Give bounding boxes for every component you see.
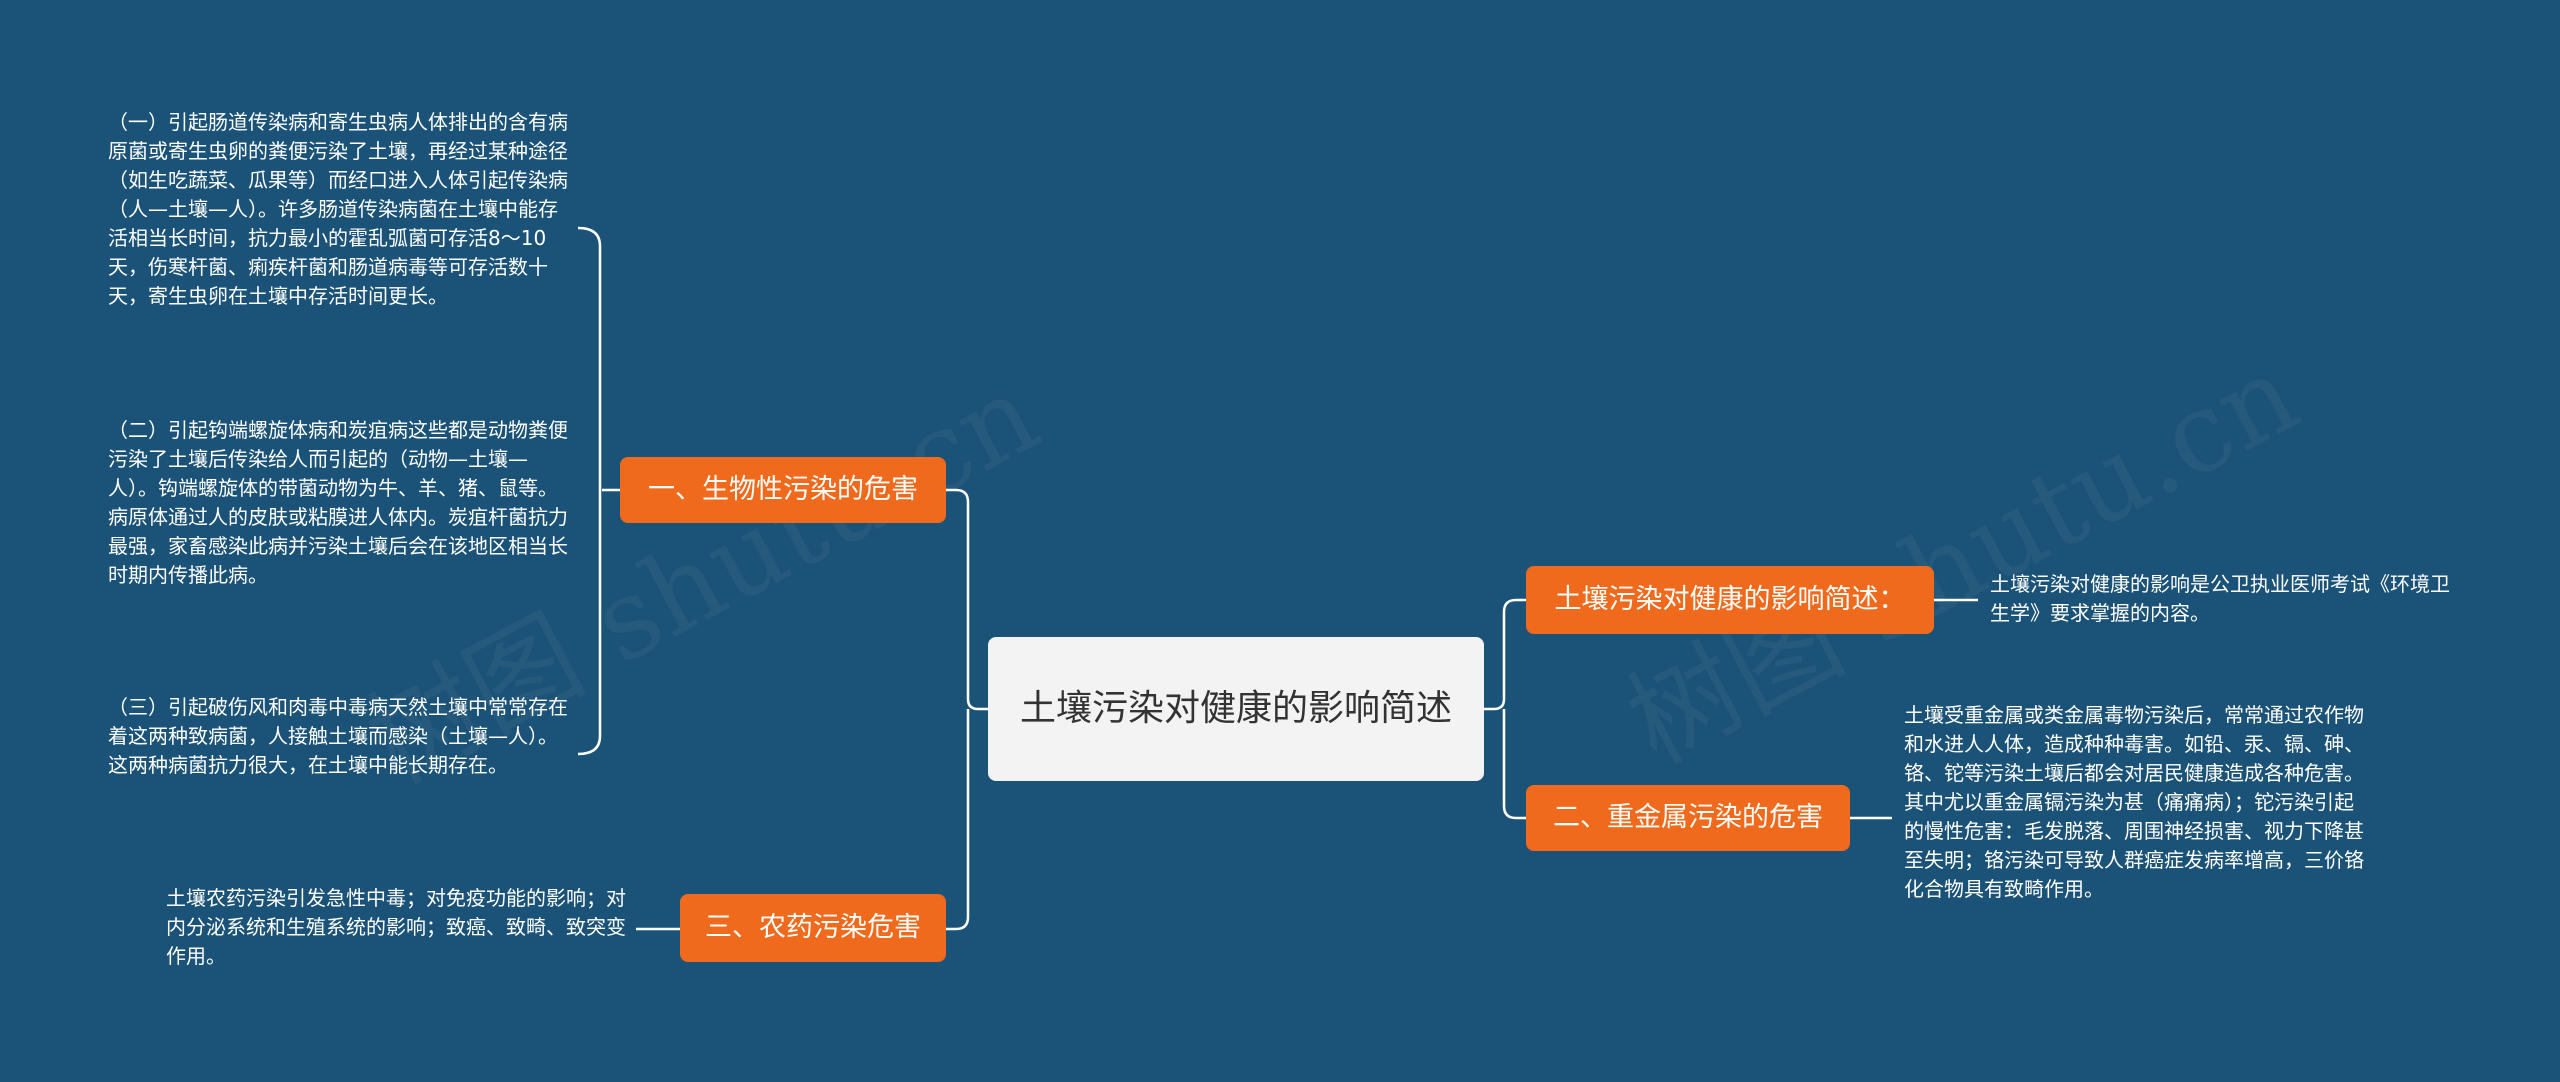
central-topic[interactable]: 土壤污染对健康的影响简述	[988, 637, 1484, 781]
leaf-heavy-metal: 土壤受重金属或类金属毒物污染后，常常通过农作物和水进人人体，造成种种毒害。如铅、…	[1904, 703, 2364, 901]
link-central-metal	[1502, 709, 1526, 820]
leaf-bio-leptospirosis: （二）引起钩端螺旋体病和炭疽病这些都是动物粪便污染了土壤后传染给人而引起的（动物…	[108, 418, 568, 587]
branch-summary[interactable]: 土壤污染对健康的影响简述：	[1526, 566, 1934, 634]
bio-bracket	[577, 226, 602, 756]
leaf-summary: 土壤污染对健康的影响是公卫执业医师考试《环境卫生学》要求掌握的内容。	[1990, 572, 2450, 625]
branch-pesticide-pollution[interactable]: 三、农药污染危害	[680, 894, 946, 962]
branch-biological-pollution[interactable]: 一、生物性污染的危害	[620, 457, 946, 523]
link-central-bio	[946, 488, 988, 711]
leaf-pesticide: 土壤农药污染引发急性中毒；对免疫功能的影响；对内分泌系统和生殖系统的影响；致癌、…	[166, 886, 626, 968]
leaf-bio-intestinal: （一）引起肠道传染病和寄生虫病人体排出的含有病原菌或寄生虫卵的粪便污染了土壤，再…	[108, 110, 568, 308]
link-central-summary	[1484, 598, 1526, 711]
leaf-bio-tetanus: （三）引起破伤风和肉毒中毒病天然土壤中常常存在着这两种致病菌，人接触土壤而感染（…	[108, 695, 568, 777]
branch-heavy-metal-pollution[interactable]: 二、重金属污染的危害	[1526, 785, 1850, 851]
link-central-pesticide	[946, 709, 970, 931]
